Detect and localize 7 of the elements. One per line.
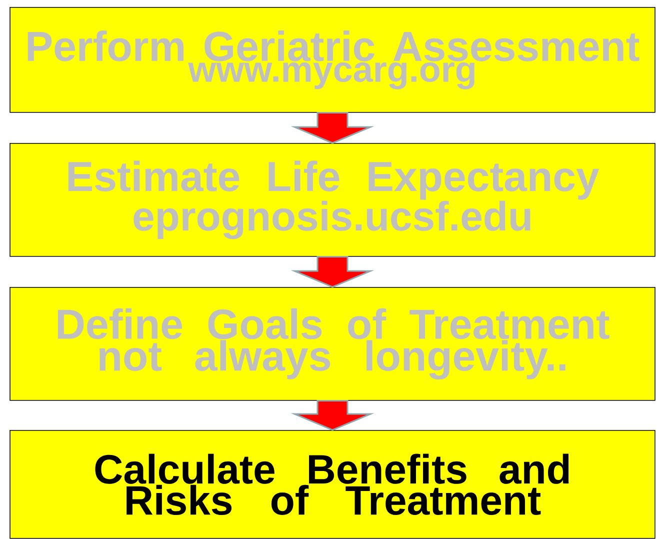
arrow xyxy=(290,256,374,288)
process-box: Calculate Benefits and Risks of Treatment xyxy=(10,430,656,539)
process-box: Estimate Life Expectancy eprognosis.ucsf.edu xyxy=(10,143,656,257)
arrow xyxy=(290,400,374,431)
arrow xyxy=(290,112,374,144)
process-box: Define Goals of Treatment not always longevity.. xyxy=(10,287,656,401)
process-box: Perform Geriatric Assessment www.mycarg.org xyxy=(10,7,656,113)
